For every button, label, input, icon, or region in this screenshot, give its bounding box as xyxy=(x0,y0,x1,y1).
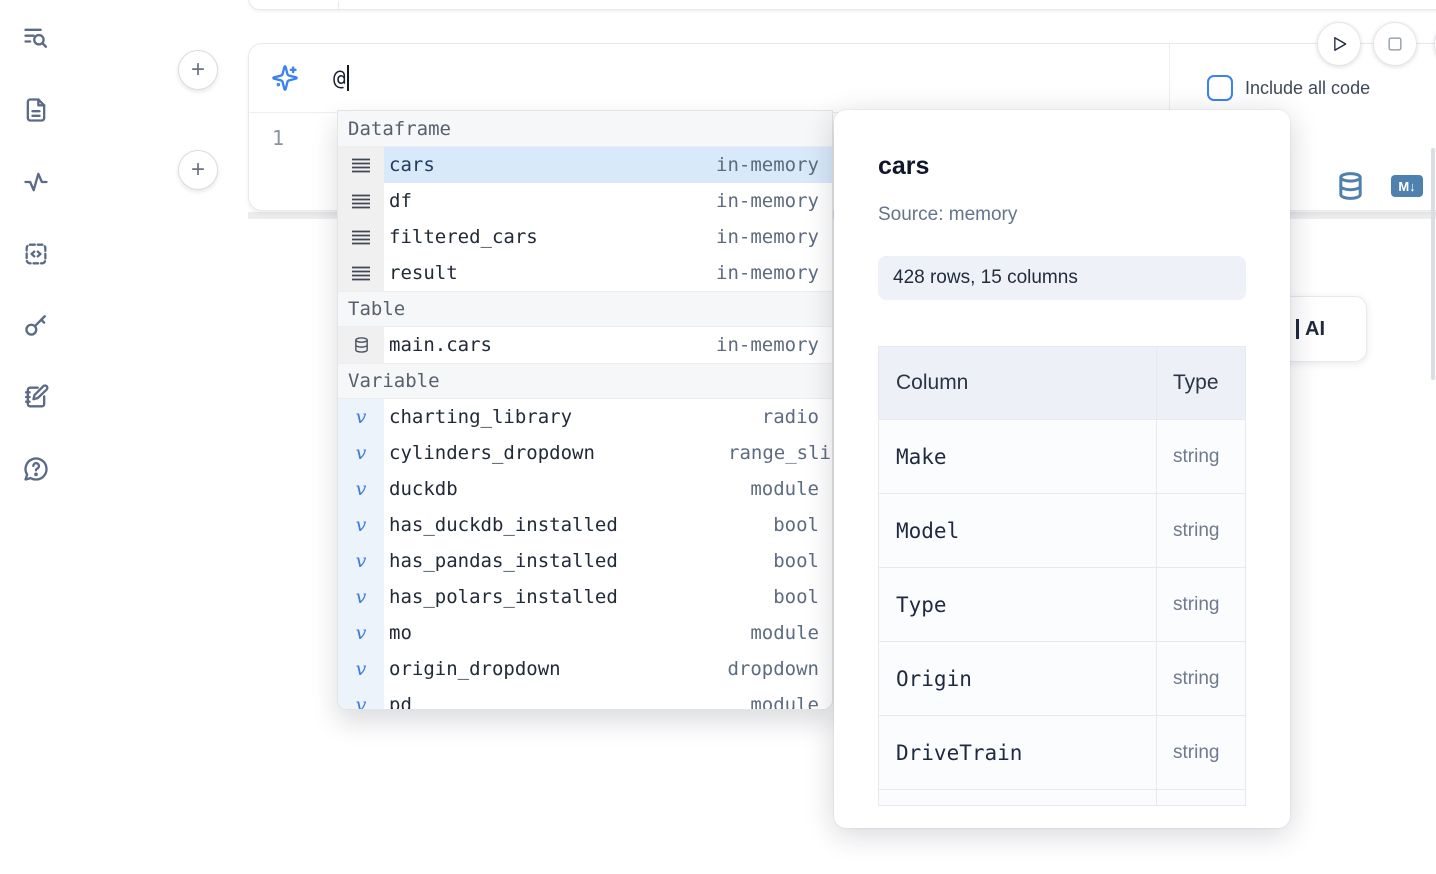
ai-prompt-input[interactable]: @ xyxy=(249,44,1169,113)
table-row: Make string xyxy=(879,419,1245,493)
database-icon[interactable] xyxy=(1335,169,1366,203)
include-all-code-checkbox[interactable] xyxy=(1207,75,1233,101)
shape-badge: 428 rows, 15 columns xyxy=(878,256,1246,300)
previous-cell-edge xyxy=(248,0,1436,10)
autocomplete-item-has-duckdb-installed[interactable]: v has_duckdb_installedbool xyxy=(338,507,832,543)
dataframe-rows-icon xyxy=(338,147,384,183)
database-icon xyxy=(338,327,384,363)
autocomplete-item-result[interactable]: resultin-memory xyxy=(338,255,832,291)
autocomplete-item-main-cars[interactable]: main.carsin-memory xyxy=(338,327,832,363)
section-header-table: Table xyxy=(338,291,832,327)
section-header-variable: Variable xyxy=(338,363,832,399)
add-cell-above-button[interactable]: + xyxy=(178,50,218,90)
variable-v-icon: v xyxy=(338,471,384,507)
ai-button-label: AI xyxy=(1305,318,1325,341)
autocomplete-item-has-pandas-installed[interactable]: v has_pandas_installedbool xyxy=(338,543,832,579)
key-icon[interactable] xyxy=(22,311,50,339)
autocomplete-item-cylinders-dropdown[interactable]: v cylinders_dropdownrange_sli xyxy=(338,435,832,471)
code-snippets-icon[interactable] xyxy=(22,240,50,268)
run-cell-button[interactable] xyxy=(1317,22,1361,66)
section-header-dataframe: Dataframe xyxy=(338,111,832,147)
file-document-icon[interactable] xyxy=(22,96,50,124)
text-caret xyxy=(347,65,349,91)
autocomplete-item-df[interactable]: dfin-memory xyxy=(338,183,832,219)
autocomplete-item-mo[interactable]: v momodule xyxy=(338,615,832,651)
help-chat-icon[interactable] xyxy=(22,455,50,483)
dataframe-preview-panel: cars Source: memory 428 rows, 15 columns… xyxy=(834,110,1290,828)
schema-table-header: Column Type xyxy=(879,347,1245,419)
autocomplete-item-cars[interactable]: carsin-memory xyxy=(338,147,832,183)
dataframe-rows-icon xyxy=(338,255,384,291)
dataframe-rows-icon xyxy=(338,183,384,219)
variable-v-icon: v xyxy=(338,435,384,471)
autocomplete-item-origin-dropdown[interactable]: v origin_dropdowndropdown xyxy=(338,651,832,687)
scrollbar-thumb[interactable] xyxy=(1431,148,1435,380)
scratchpad-icon[interactable] xyxy=(22,383,50,411)
autocomplete-dropdown: Dataframe carsin-memory dfin-memory filt… xyxy=(337,110,833,710)
variable-v-icon: v xyxy=(338,579,384,615)
table-row: Type string xyxy=(879,567,1245,641)
preview-title: cars xyxy=(878,152,929,181)
include-all-code-label: Include all code xyxy=(1245,78,1370,99)
table-row: DriveTrain string xyxy=(879,715,1245,789)
add-cell-below-button[interactable]: + xyxy=(178,150,218,190)
type-header: Type xyxy=(1156,347,1245,419)
autocomplete-item-has-polars-installed[interactable]: v has_polars_installedbool xyxy=(338,579,832,615)
table-of-contents-search-icon[interactable] xyxy=(22,24,50,52)
variable-v-icon: v xyxy=(338,543,384,579)
variable-v-icon: v xyxy=(338,687,384,710)
plus-icon: + xyxy=(191,56,205,84)
previous-cell-divider xyxy=(338,1,339,11)
prompt-value: @ xyxy=(333,66,346,90)
markdown-badge-icon[interactable]: M↓ xyxy=(1391,175,1423,197)
autocomplete-item-pd-clipped[interactable]: v pdmodule xyxy=(338,687,832,710)
clipped-letter xyxy=(1296,319,1299,339)
schema-table: Column Type Make string Model string Typ… xyxy=(878,346,1246,806)
stop-icon xyxy=(1385,34,1405,54)
autocomplete-item-filtered-cars[interactable]: filtered_carsin-memory xyxy=(338,219,832,255)
play-icon xyxy=(1329,34,1349,54)
table-row: Origin string xyxy=(879,641,1245,715)
dataframe-rows-icon xyxy=(338,219,384,255)
table-row-clipped xyxy=(879,789,1245,806)
table-row: Model string xyxy=(879,493,1245,567)
sparkles-icon xyxy=(271,64,299,92)
variable-v-icon: v xyxy=(338,399,384,435)
variable-v-icon: v xyxy=(338,507,384,543)
stop-button[interactable] xyxy=(1373,22,1417,66)
variable-v-icon: v xyxy=(338,615,384,651)
column-header: Column xyxy=(879,347,1156,419)
variable-v-icon: v xyxy=(338,651,384,687)
autocomplete-item-charting-library[interactable]: v charting_libraryradio xyxy=(338,399,832,435)
preview-source: Source: memory xyxy=(878,204,1017,226)
autocomplete-item-duckdb[interactable]: v duckdbmodule xyxy=(338,471,832,507)
line-number: 1 xyxy=(272,126,284,150)
plus-icon: + xyxy=(191,156,205,184)
activity-icon[interactable] xyxy=(22,168,50,196)
